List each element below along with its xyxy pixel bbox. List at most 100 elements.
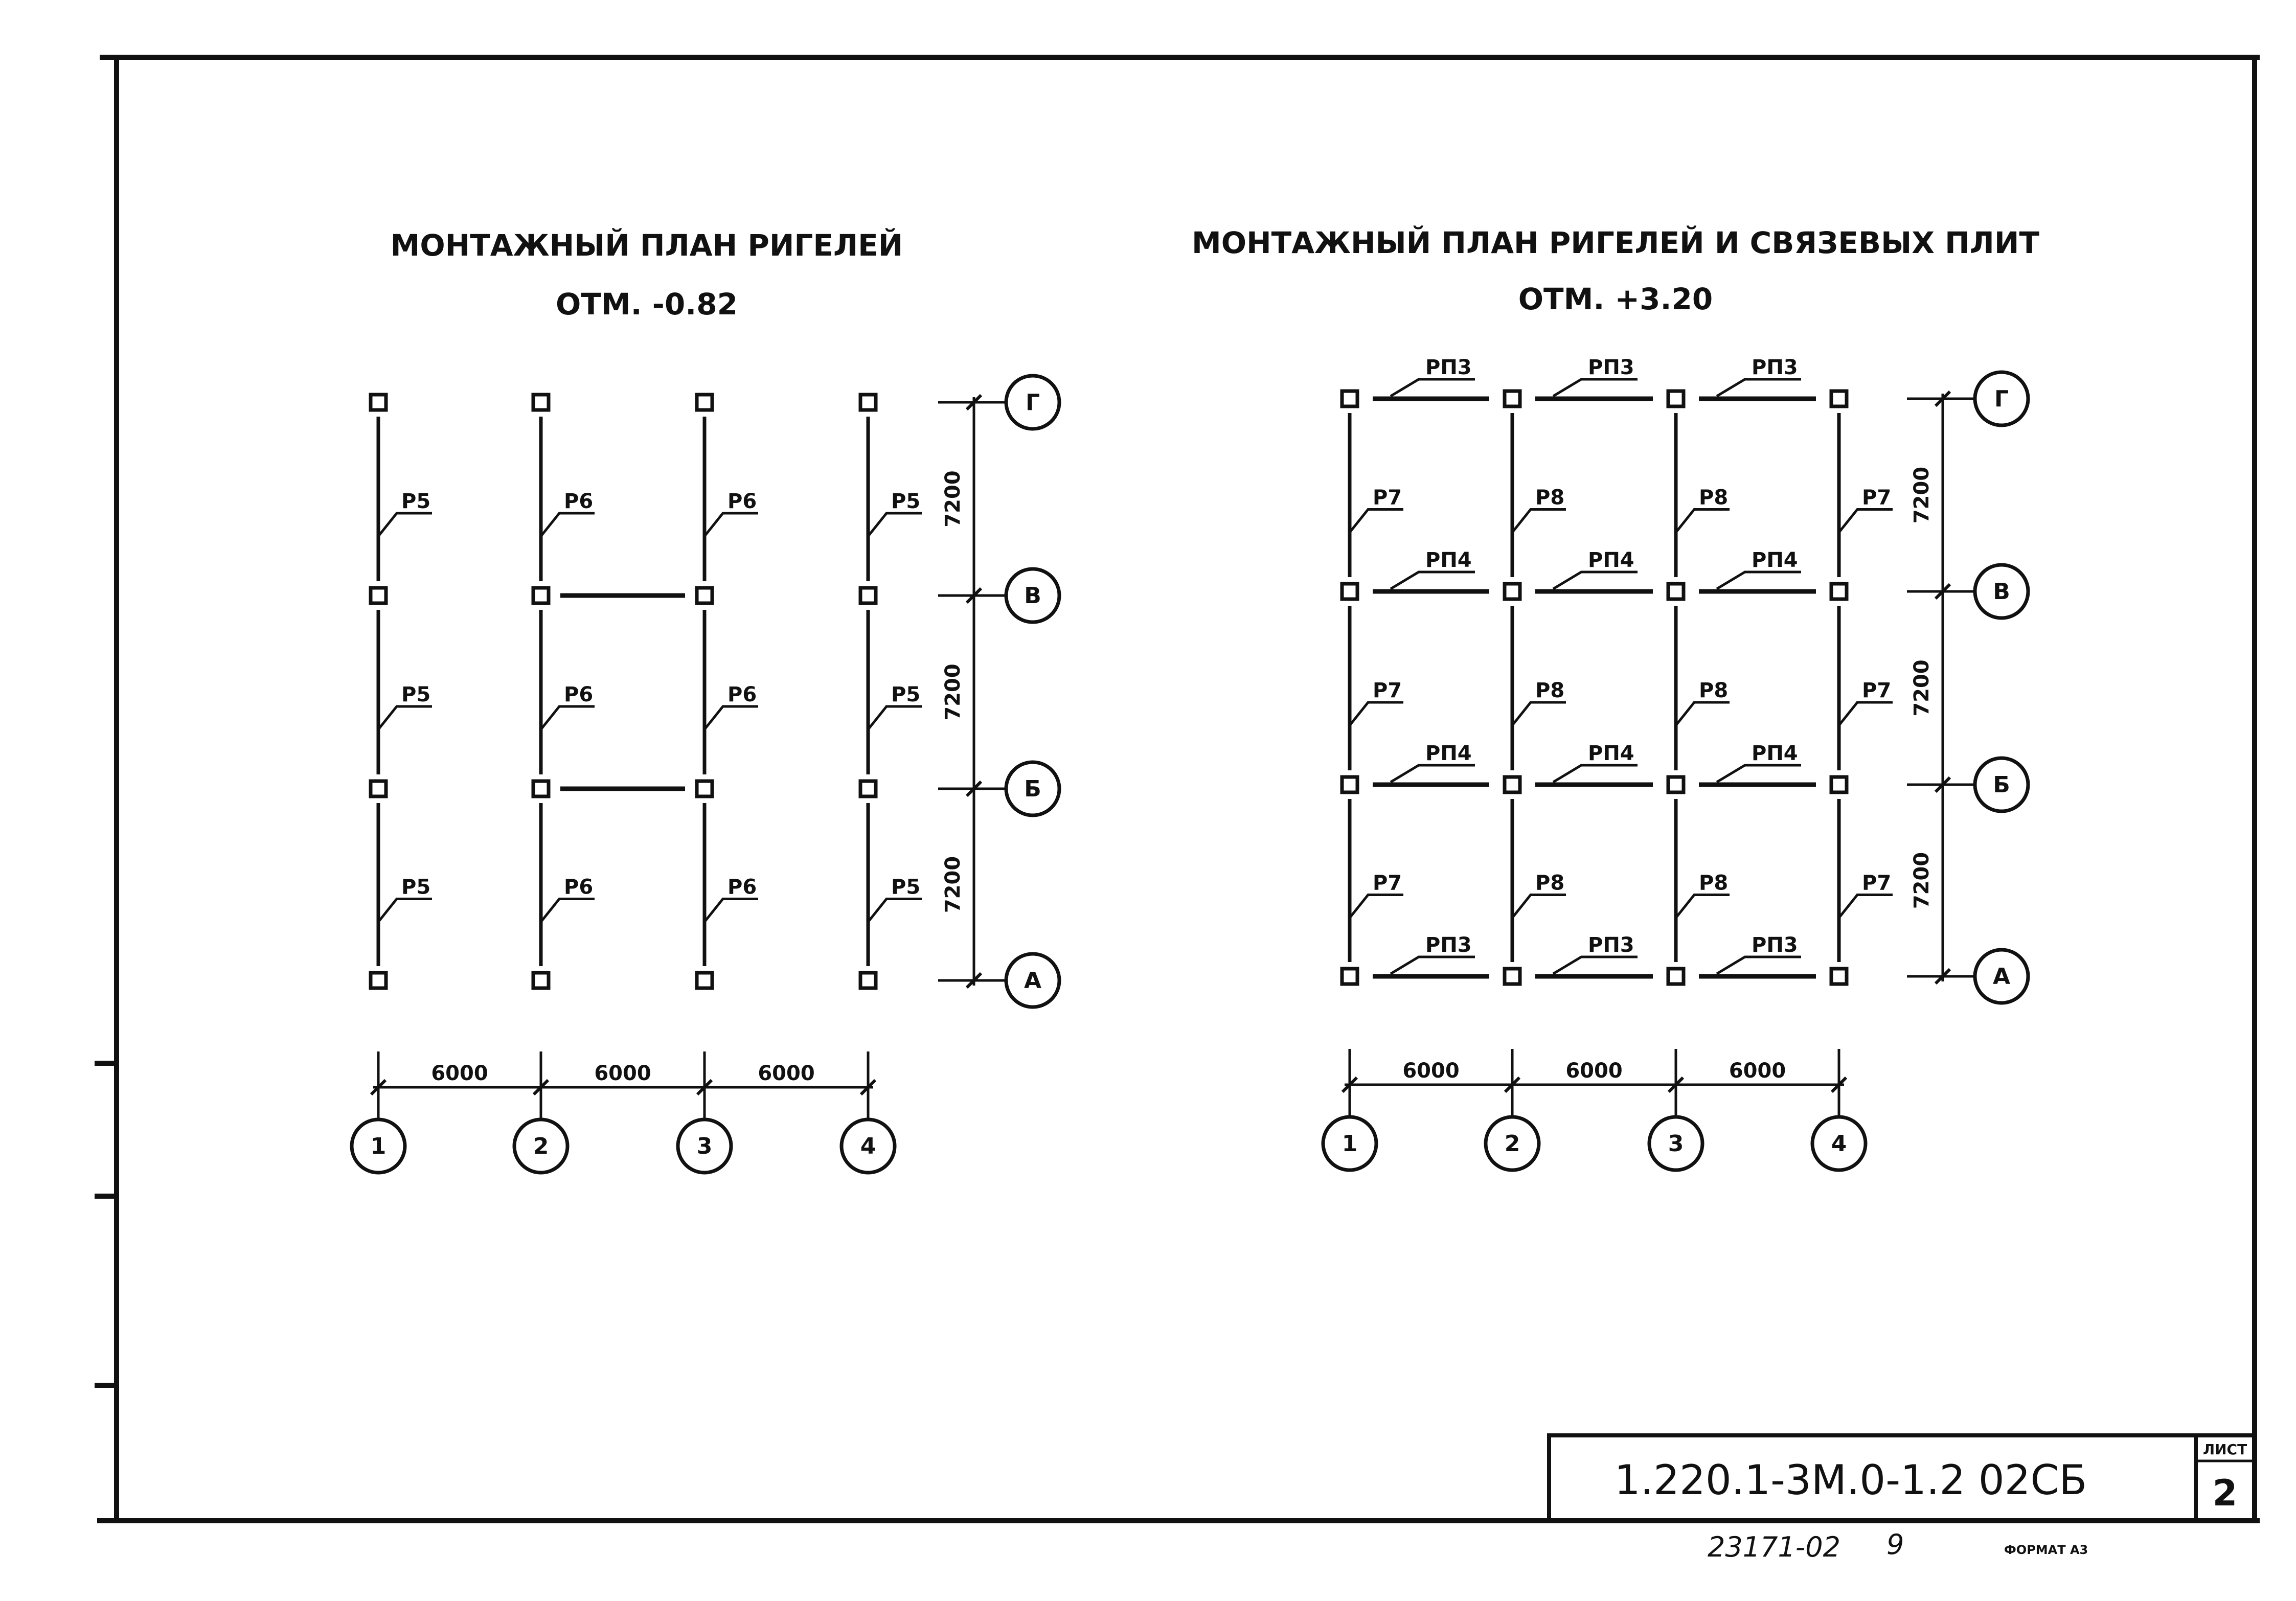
axis-bubble-column — [839, 1117, 897, 1175]
axis-bubble-row — [1973, 756, 2030, 813]
beam-label: Р7 — [1862, 486, 1891, 510]
sheet-frame — [95, 55, 2260, 1523]
dimension-tick — [965, 587, 983, 604]
axis-label-row: Б — [1993, 772, 2010, 798]
axis-label-column: 4 — [1831, 1131, 1847, 1157]
axis-bubble-column — [1321, 1115, 1378, 1172]
axis-bubble-column — [350, 1117, 407, 1175]
column-2-Г — [1503, 389, 1522, 408]
dimension-tick — [370, 1079, 387, 1096]
axis-bubble-row — [1973, 563, 2030, 620]
column-4-А — [858, 971, 878, 990]
column-3-Б — [1666, 775, 1686, 794]
column-1-Б — [369, 779, 388, 798]
beam-leader — [1511, 894, 1566, 919]
column-2-Б — [1503, 775, 1522, 794]
dimension-label-vertical: 7200 — [941, 856, 965, 913]
axis-bubble-column — [1810, 1115, 1868, 1172]
axis-label-column: 1 — [371, 1133, 387, 1159]
beam-leader — [703, 898, 758, 923]
beam-leader — [1838, 701, 1893, 726]
column-3-В — [1666, 582, 1686, 601]
axis-bubble-row — [1004, 952, 1061, 1009]
axis-bubble-column — [676, 1117, 733, 1175]
axis-bubble-row — [1004, 760, 1061, 817]
beam-leader — [1838, 894, 1893, 919]
beam-label: Р7 — [1862, 872, 1891, 895]
beam-leader — [1349, 508, 1403, 534]
slab-label: РП4 — [1588, 548, 1634, 572]
slab-leader — [1552, 570, 1638, 590]
axis-bubble-column — [1647, 1115, 1704, 1172]
dimension-label-horizontal: 6000 — [758, 1062, 814, 1085]
slab-leader — [1716, 378, 1801, 398]
column-2-В — [1503, 582, 1522, 601]
slab-label: РП4 — [1425, 742, 1472, 765]
beam-label: Р5 — [891, 876, 920, 899]
axis-bubble-column — [512, 1117, 570, 1175]
beam-leader — [1349, 894, 1403, 919]
dimension-tick — [1830, 1076, 1848, 1093]
column-4-Б — [1829, 775, 1849, 794]
column-2-А — [1503, 967, 1522, 986]
beam-leader — [1675, 894, 1730, 919]
column-1-Г — [1340, 389, 1359, 408]
beam-label: Р7 — [1373, 872, 1402, 895]
dimension-tick — [1341, 1076, 1358, 1093]
axis-label-row: А — [1024, 968, 1041, 994]
slab-leader — [1390, 955, 1475, 975]
beam-label: Р6 — [728, 876, 757, 899]
axis-bubble-row — [1973, 948, 2030, 1005]
axis-label-column: 3 — [697, 1133, 713, 1159]
beam-label: Р7 — [1373, 679, 1402, 702]
column-4-Г — [1829, 389, 1849, 408]
beam-label: Р6 — [564, 876, 593, 899]
right-plan-elevation: ОТМ. +3.20 — [1518, 282, 1713, 316]
beam-label: Р5 — [891, 683, 920, 706]
column-1-А — [1340, 967, 1359, 986]
column-3-А — [695, 971, 714, 990]
beam-label: Р8 — [1535, 679, 1564, 702]
axis-bubble-column — [1484, 1115, 1541, 1172]
dimension-label-horizontal: 6000 — [431, 1062, 488, 1085]
dimension-label-horizontal: 6000 — [1729, 1059, 1786, 1083]
beam-leader — [867, 705, 922, 730]
dimension-label-vertical: 7200 — [941, 470, 965, 527]
column-4-Б — [858, 779, 878, 798]
axis-label-column: 3 — [1668, 1131, 1684, 1157]
beam-label: Р8 — [1535, 872, 1564, 895]
beam-label: Р8 — [1699, 679, 1728, 702]
beam-label: Р7 — [1373, 486, 1402, 510]
slab-leader — [1552, 764, 1638, 784]
slab-label: РП3 — [1752, 356, 1798, 379]
dimension-tick — [1934, 583, 1951, 600]
dimension-tick — [1504, 1076, 1521, 1093]
dimension-tick — [1667, 1076, 1685, 1093]
slab-label: РП3 — [1588, 933, 1634, 957]
beam-label: Р5 — [401, 490, 430, 513]
beam-label: Р6 — [728, 683, 757, 706]
axis-label-column: 2 — [533, 1133, 549, 1159]
dimension-tick — [696, 1079, 713, 1096]
dimension-tick — [965, 780, 983, 797]
beam-leader — [540, 898, 595, 923]
slab-leader — [1390, 378, 1475, 398]
slab-label: РП4 — [1588, 742, 1634, 765]
axis-label-column: 1 — [1342, 1131, 1358, 1157]
axis-label-row: В — [1024, 583, 1041, 609]
slab-leader — [1552, 378, 1638, 398]
column-2-Б — [531, 779, 551, 798]
dimension-tick — [1934, 968, 1951, 985]
dimension-label-horizontal: 6000 — [1565, 1059, 1622, 1083]
title-block: 1.220.1-3М.0-1.2 02СБ ЛИСТ 2 — [1547, 1433, 2257, 1523]
column-4-Г — [858, 393, 878, 412]
beam-leader — [1511, 508, 1566, 534]
inventory-number: 23171-02 — [1708, 1531, 1840, 1563]
column-1-В — [1340, 582, 1359, 601]
column-1-Б — [1340, 775, 1359, 794]
right-plan-title: МОНТАЖНЫЙ ПЛАН РИГЕЛЕЙ И СВЯЗЕВЫХ ПЛИТ — [1192, 225, 2039, 260]
column-2-В — [531, 586, 551, 605]
